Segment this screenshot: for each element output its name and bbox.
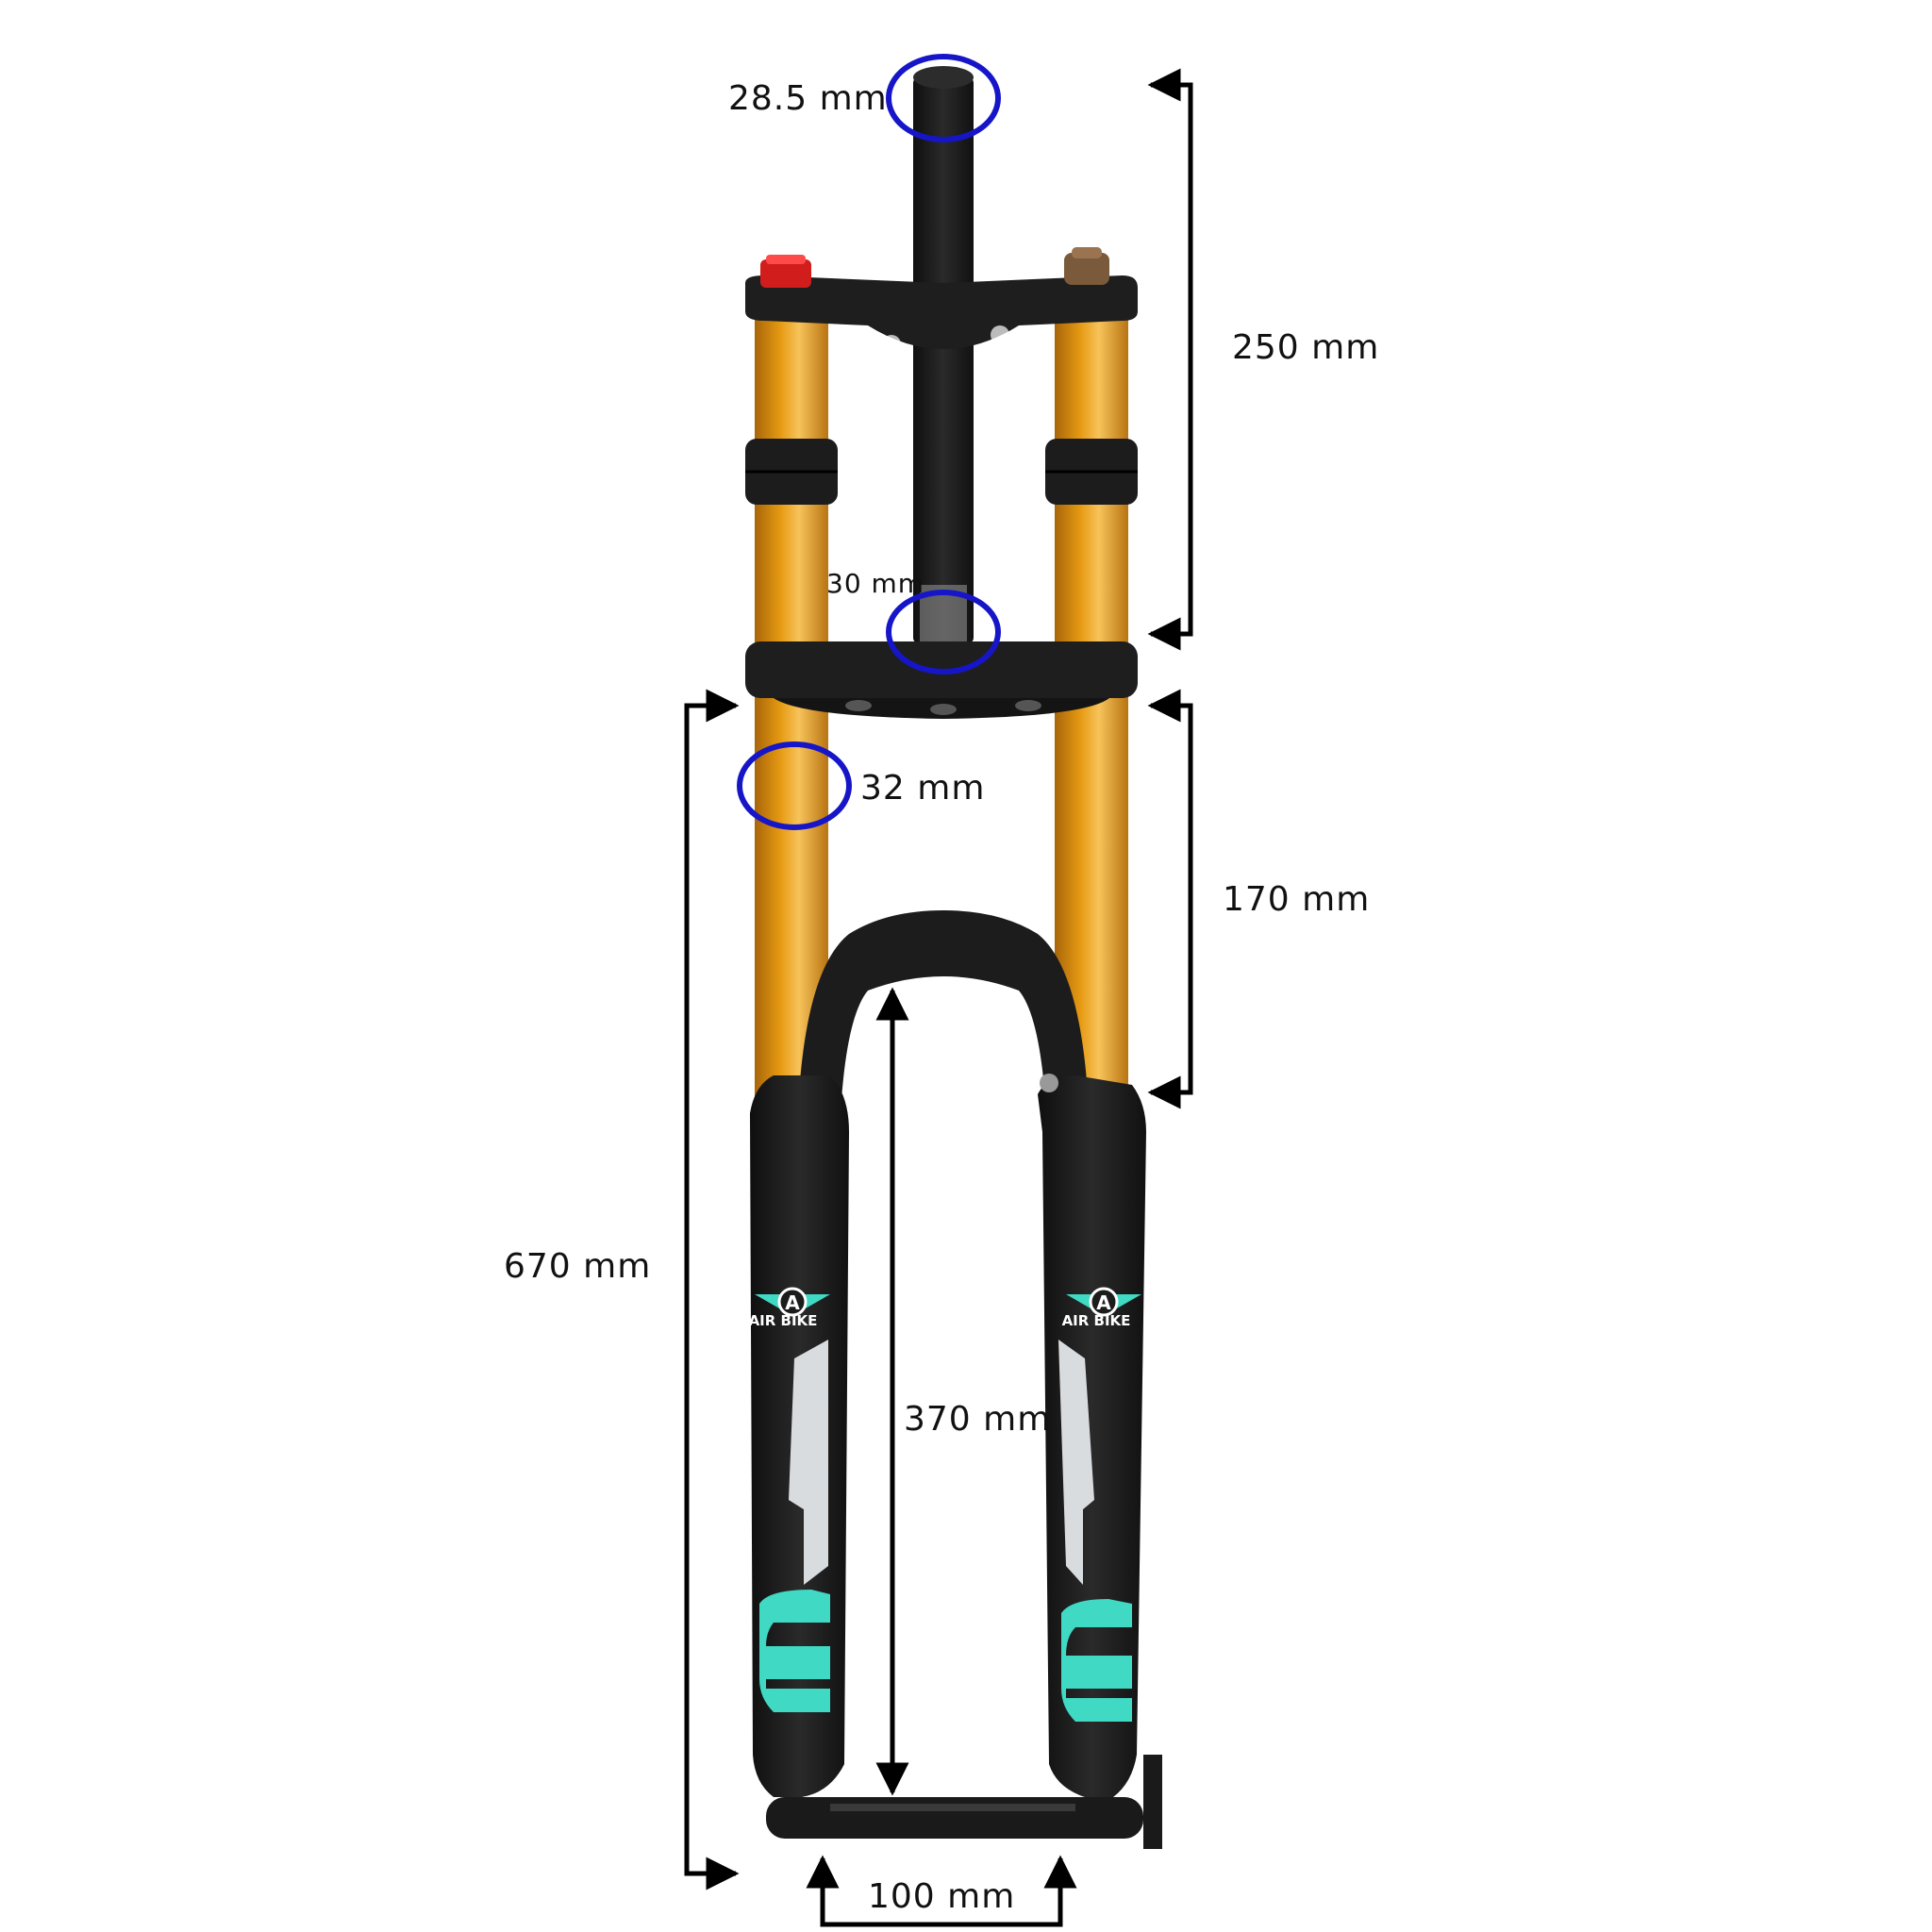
air-valve-cap	[1064, 247, 1109, 285]
left-silver-decal	[789, 1340, 828, 1585]
steerer-top-measure-circle-icon	[886, 54, 1001, 142]
left-airbike-logo: A AIR BIKE	[749, 1287, 830, 1329]
right-bumper-ring	[1045, 439, 1138, 505]
overall-length-label: 670 mm	[504, 1247, 652, 1286]
left-bumper-ring	[745, 439, 838, 505]
rebound-knob	[760, 255, 811, 288]
right-silver-decal	[1058, 1340, 1094, 1585]
left-teal-accent	[759, 1590, 830, 1712]
overall-length-dimension	[684, 689, 740, 1890]
axle-width-dimension	[806, 1855, 1077, 1927]
steerer-length-label: 250 mm	[1232, 328, 1380, 367]
steerer-length-dimension	[1147, 68, 1193, 651]
left-logo-text: AIR BIKE	[749, 1312, 818, 1329]
steerer-base-measure-circle-icon	[886, 590, 1001, 675]
right-logo-text: AIR BIKE	[1062, 1312, 1131, 1329]
steerer-base-diameter-label: 30 mm	[826, 568, 925, 599]
exposed-stanchion-label: 170 mm	[1223, 880, 1371, 919]
stanchion-diameter-label: 32 mm	[860, 769, 986, 808]
right-teal-accent	[1061, 1599, 1132, 1722]
stanchion-measure-circle-icon	[737, 741, 852, 830]
steerer-diameter-label: 28.5 mm	[728, 79, 888, 118]
right-logo-initial: A	[1096, 1291, 1111, 1314]
steerer-tube	[913, 66, 974, 643]
thru-axle	[766, 1755, 1162, 1849]
axle-width-label: 100 mm	[868, 1877, 1016, 1916]
arch-clearance-label: 370 mm	[904, 1400, 1052, 1439]
bottom-crown	[745, 641, 1138, 719]
top-crown	[745, 275, 1138, 354]
exposed-stanchion-dimension	[1147, 689, 1193, 1109]
right-airbike-logo: A AIR BIKE	[1062, 1287, 1141, 1329]
left-logo-initial: A	[785, 1291, 800, 1314]
